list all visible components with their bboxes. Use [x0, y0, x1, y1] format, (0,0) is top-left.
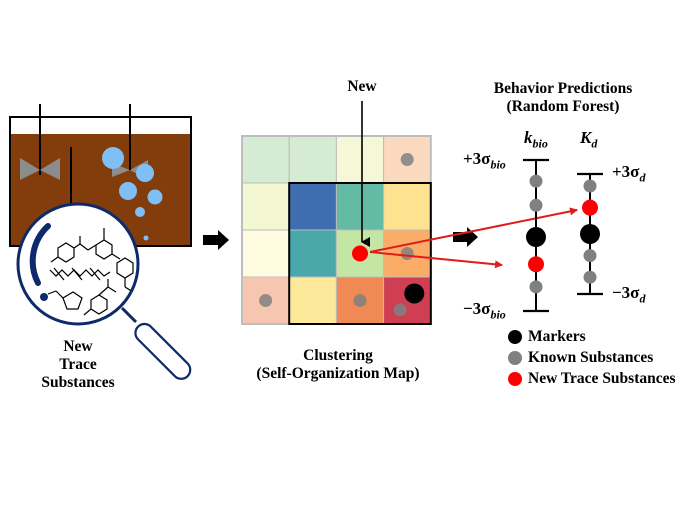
axis-title-kbio-symbol: k: [524, 128, 533, 147]
legend-label: Known Substances: [528, 348, 654, 366]
som-grid: [241, 135, 432, 325]
som-cell: [241, 229, 290, 278]
som-cell: [288, 276, 337, 325]
clustering-caption-line-1: Clustering: [303, 347, 373, 364]
axis-title-kd-symbol: K: [580, 128, 592, 147]
axis-point-new: [582, 199, 598, 216]
som-cell: [335, 182, 385, 231]
predictions-title: Behavior Predictions (Random Forest): [468, 80, 658, 116]
legend-new-dot-icon: [508, 371, 522, 386]
som-point-known: [259, 294, 273, 307]
kd-upper-sub: d: [639, 170, 646, 185]
som-point-known: [393, 303, 407, 317]
axis-title-kbio: kbio: [524, 128, 548, 151]
axis-title-kbio-sub: bio: [532, 136, 548, 151]
legend-known-dot-icon: [508, 350, 522, 365]
predictions-title-line-1: Behavior Predictions: [493, 80, 633, 97]
kbio-lower-bound: −3σbio: [463, 299, 506, 322]
som-cell: [288, 182, 337, 231]
axis-point-known: [529, 280, 543, 294]
kd-lower-sub: d: [639, 291, 646, 306]
projection-arrow-kbio: [369, 251, 503, 269]
clustering-caption-line-2: (Self-Organization Map): [256, 364, 420, 382]
kbio-upper-label: +3σ: [463, 149, 491, 168]
magnifier-icon: [16, 202, 192, 380]
air-bubbles-icon: [102, 147, 163, 241]
axis-point-marker: [580, 224, 600, 244]
source-caption-line-2: Trace: [59, 355, 97, 373]
kbio-lower-sub: bio: [490, 307, 506, 322]
axis-point-new: [528, 256, 544, 273]
source-caption-line-3: Substances: [41, 373, 115, 391]
predictions-title-line-2: (Random Forest): [506, 97, 620, 115]
projection-arrow-kd: [369, 207, 578, 253]
som-cell: [335, 135, 385, 184]
axis-point-known: [529, 198, 543, 212]
som-cell: [288, 229, 337, 278]
legend-item-markers: Markers: [508, 326, 676, 347]
impeller-left-icon: [20, 158, 60, 180]
som-cell: [288, 135, 337, 184]
som-point-known: [400, 153, 414, 166]
source-caption: New Trace Substances: [18, 338, 138, 391]
kd-lower-bound: −3σd: [612, 283, 645, 306]
kd-upper-label: +3σ: [612, 162, 640, 181]
som-cluster-highlight: [288, 182, 432, 325]
axis-point-known: [583, 249, 597, 263]
legend-marker-dot-icon: [508, 329, 522, 344]
axis-title-kd-sub: d: [591, 136, 598, 151]
kd-upper-bound: +3σd: [612, 162, 645, 185]
legend-label: New Trace Substances: [528, 369, 676, 387]
som-pointer-label: New: [347, 78, 377, 95]
kbio-lower-label: −3σ: [463, 299, 491, 318]
som-cell: [383, 182, 432, 231]
source-caption-line-1: New: [63, 338, 93, 355]
som-cell: [241, 135, 290, 184]
som-point-known: [400, 247, 414, 260]
som-point-new: [352, 245, 368, 262]
som-point-marker: [404, 283, 425, 304]
clustering-caption: Clustering (Self-Organization Map): [228, 347, 448, 383]
axis-point-known: [583, 179, 597, 193]
som-cell: [241, 182, 290, 231]
axis-point-known: [529, 174, 543, 188]
axis-point-known: [583, 270, 597, 284]
axis-title-kd: Kd: [580, 128, 597, 151]
molecule-structures-icon: [47, 228, 134, 316]
legend-item-known: Known Substances: [508, 347, 676, 368]
legend-item-new: New Trace Substances: [508, 368, 676, 389]
som-point-known: [353, 294, 367, 307]
legend: Markers Known Substances New Trace Subst…: [508, 326, 676, 389]
kbio-upper-sub: bio: [490, 157, 506, 172]
flow-arrow-1-icon: [203, 230, 229, 250]
kd-lower-label: −3σ: [612, 283, 640, 302]
axis-point-marker: [526, 227, 546, 248]
prediction-axes: [523, 158, 603, 313]
legend-label: Markers: [528, 327, 586, 345]
kbio-upper-bound: +3σbio: [463, 149, 506, 172]
